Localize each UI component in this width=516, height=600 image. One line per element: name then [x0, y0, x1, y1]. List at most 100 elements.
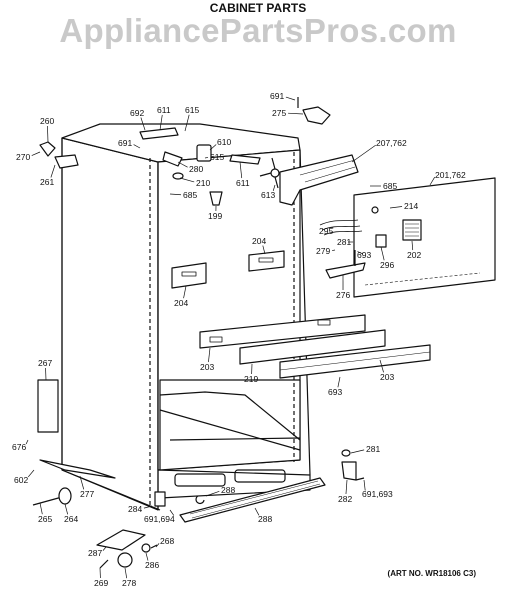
leader-line	[155, 543, 160, 548]
callout-693: 693	[328, 387, 342, 397]
callout-676: 676	[12, 442, 26, 452]
callout-275: 275	[272, 108, 286, 118]
bracket-611-right	[229, 154, 261, 165]
leader-line	[351, 144, 376, 163]
callout-611: 611	[157, 105, 171, 115]
leader-line	[184, 114, 190, 132]
callout-202: 202	[407, 250, 421, 260]
leader-line	[79, 475, 85, 490]
callout-269: 269	[94, 578, 108, 588]
screw-268	[150, 544, 158, 549]
leader-line	[379, 359, 384, 373]
callout-281: 281	[366, 444, 380, 454]
callout-260: 260	[40, 116, 54, 126]
leader-line	[363, 479, 366, 491]
callout-280: 280	[189, 164, 203, 174]
bracket-261	[54, 154, 79, 169]
leader-line	[239, 161, 243, 179]
rail-203-upper	[199, 314, 366, 349]
callout-692: 692	[130, 108, 144, 118]
bracket-287	[96, 529, 146, 551]
callout-210: 210	[196, 178, 210, 188]
clip-199	[209, 191, 223, 206]
callout-201-762: 201,762	[435, 170, 466, 180]
callout-279: 279	[316, 246, 330, 256]
clip-282	[341, 461, 357, 481]
leader-line	[205, 490, 220, 497]
leader-line	[124, 567, 128, 579]
part-296	[375, 234, 387, 248]
leader-line	[345, 479, 348, 495]
wheel-278	[117, 552, 133, 568]
leader-line	[177, 161, 188, 168]
cabinet-left-side	[61, 137, 159, 511]
callout-207-762: 207,762	[376, 138, 407, 148]
callout-219: 219	[244, 374, 258, 384]
callout-693: 693	[357, 250, 371, 260]
callout-203: 203	[200, 362, 214, 372]
callout-615: 615	[185, 105, 199, 115]
callout-282: 282	[338, 494, 352, 504]
cover-275	[302, 106, 331, 125]
leader-line	[272, 184, 276, 191]
callout-615: 615	[210, 152, 224, 162]
callout-602: 602	[14, 475, 28, 485]
leader-line	[411, 240, 414, 251]
leader-line	[27, 469, 35, 478]
control-panel-201	[353, 177, 496, 298]
watermark: AppliancePartsPros.com	[59, 12, 457, 49]
leader-line	[25, 439, 29, 445]
leader-line	[254, 507, 260, 516]
leader-line	[102, 546, 107, 551]
callout-264: 264	[64, 514, 78, 524]
leader-line	[133, 144, 141, 149]
leader-line	[47, 125, 49, 143]
part-280	[162, 151, 183, 167]
callout-610: 610	[217, 137, 231, 147]
bracket-204-right	[248, 250, 285, 272]
washer-281-lower	[341, 449, 351, 457]
leader-line	[169, 509, 175, 516]
leader-line	[337, 376, 341, 388]
callout-261: 261	[40, 177, 54, 187]
callout-286: 286	[145, 560, 159, 570]
leader-line	[208, 347, 211, 363]
callout-611: 611	[236, 178, 250, 188]
leader-line	[50, 164, 56, 178]
callout-203: 203	[380, 372, 394, 382]
leader-line	[179, 177, 195, 183]
harness-295	[319, 219, 363, 236]
leader-line	[288, 112, 304, 115]
bracket-611-top	[139, 127, 179, 140]
callout-214: 214	[404, 201, 418, 211]
callout-278: 278	[122, 578, 136, 588]
callout-265: 265	[38, 514, 52, 524]
callout-288: 288	[221, 485, 235, 495]
leader-line	[159, 114, 163, 131]
nut-286	[141, 543, 151, 553]
part-210	[172, 172, 184, 180]
callout-277: 277	[80, 489, 94, 499]
hinge-260	[39, 141, 56, 157]
callout-691: 691	[270, 91, 284, 101]
leader-line	[285, 96, 296, 101]
leader-line	[357, 251, 364, 255]
callout-268: 268	[160, 536, 174, 546]
art-number: (ART NO. WR18106 C3)	[387, 569, 476, 578]
leader-line	[143, 505, 153, 509]
callout-270: 270	[16, 152, 30, 162]
housing-207	[279, 154, 359, 206]
leader-line	[350, 449, 365, 454]
callout-691-694: 691,694	[144, 514, 175, 524]
callout-685: 685	[383, 181, 397, 191]
bracket-204-left	[171, 262, 207, 289]
callout-288: 288	[258, 514, 272, 524]
leader-line	[169, 193, 182, 196]
leader-line	[389, 206, 403, 209]
leader-line	[39, 502, 43, 515]
roller-264	[58, 487, 72, 505]
callout-204: 204	[174, 298, 188, 308]
leader-line	[183, 285, 187, 299]
callout-295: 295	[319, 226, 333, 236]
